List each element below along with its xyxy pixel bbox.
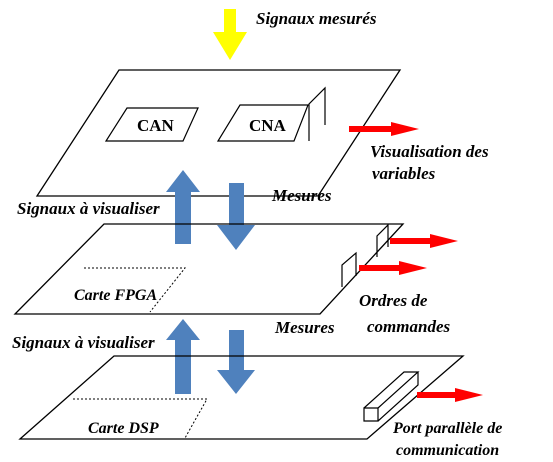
parallel-port xyxy=(363,371,420,422)
port-label-line1: Port parallèle de xyxy=(392,420,502,437)
can-label: CAN xyxy=(137,116,175,135)
visualisation-label-line1: Visualisation des xyxy=(370,142,489,161)
fpga-connector-1 xyxy=(341,251,357,287)
signaux-visualiser-label-2: Signaux à visualiser xyxy=(12,333,155,352)
visualisation-output-arrow xyxy=(349,122,419,136)
down-arrow-1 xyxy=(217,183,255,250)
visualisation-label-line2: variables xyxy=(372,164,436,183)
input-arrow xyxy=(213,9,247,60)
port-label-line2: communication xyxy=(396,442,499,459)
fpga-board xyxy=(13,223,405,315)
dsp-chip-outline xyxy=(73,398,208,439)
carte-fpga-label: Carte FPGA xyxy=(74,287,157,304)
fpga-output-arrow-2 xyxy=(359,261,427,275)
up-arrow-1 xyxy=(166,170,200,244)
cna-label: CNA xyxy=(249,116,287,135)
down-arrow-2 xyxy=(217,330,255,394)
top-board xyxy=(35,69,402,197)
port-output-arrow xyxy=(417,388,483,402)
signaux-visualiser-label-1: Signaux à visualiser xyxy=(17,199,160,218)
can-box xyxy=(104,107,199,142)
cna-box xyxy=(216,104,309,142)
ordres-label-line2: commandes xyxy=(367,317,450,336)
fpga-chip-outline xyxy=(84,267,187,313)
signaux-mesures-label: Signaux mesurés xyxy=(256,9,377,28)
fpga-output-arrow-1 xyxy=(390,234,458,248)
mesures-label-1: Mesures xyxy=(271,186,332,205)
fpga-connector-2 xyxy=(376,223,389,257)
cna-connector xyxy=(308,86,326,141)
carte-dsp-label: Carte DSP xyxy=(88,420,159,437)
mesures-label-2: Mesures xyxy=(274,318,335,337)
ordres-label-line1: Ordres de xyxy=(359,291,428,310)
dsp-board xyxy=(18,355,465,440)
